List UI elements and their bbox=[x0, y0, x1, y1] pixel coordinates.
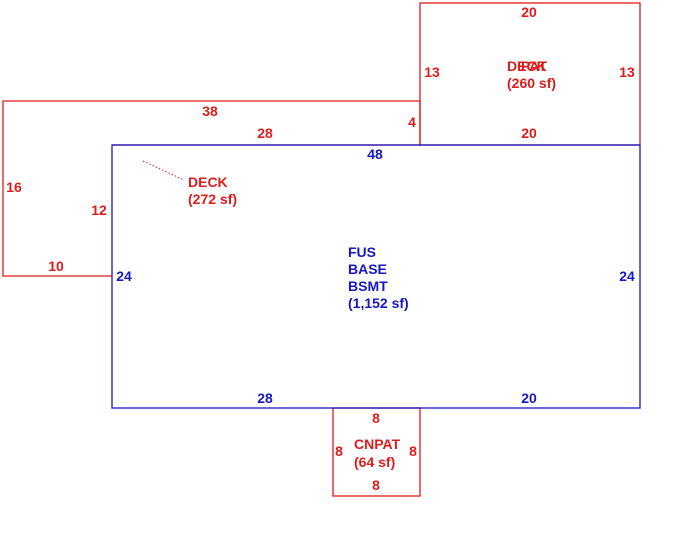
cnpat-square-footage: (64 sf) bbox=[354, 454, 395, 470]
deck-label: DECK bbox=[188, 174, 228, 190]
cnpat-dim-top: 8 bbox=[372, 410, 380, 426]
upper-addition-dim-top: 20 bbox=[521, 4, 537, 20]
upper-addition-dim-bottom: 20 bbox=[521, 125, 537, 141]
upper-addition-dim-right: 13 bbox=[619, 64, 635, 80]
cnpat-label: CNPAT bbox=[354, 436, 401, 452]
deck-dim-top-inner: 28 bbox=[257, 125, 273, 141]
upper-addition-label-deck: DECK bbox=[507, 58, 547, 74]
upper-addition-outline bbox=[419, 2, 641, 146]
main-area-label-base: BASE bbox=[348, 261, 387, 277]
cnpat-dim-bottom: 8 bbox=[372, 477, 380, 493]
deck-dim-step: 4 bbox=[408, 114, 416, 130]
main-dim-top: 48 bbox=[367, 146, 383, 162]
cnpat-dim-right: 8 bbox=[409, 443, 417, 459]
main-area-label-bsmt: BSMT bbox=[348, 278, 388, 294]
deck-dim-inner-left: 12 bbox=[91, 202, 107, 218]
main-dim-bottom-left: 28 bbox=[257, 390, 273, 406]
main-area-square-footage: (1,152 sf) bbox=[348, 295, 409, 311]
deck-dim-top-outer: 38 bbox=[202, 103, 218, 119]
main-dim-left: 24 bbox=[116, 268, 132, 284]
upper-addition-square-footage: (260 sf) bbox=[507, 75, 556, 91]
main-dim-bottom-right: 20 bbox=[521, 390, 537, 406]
deck-square-footage: (272 sf) bbox=[188, 191, 237, 207]
upper-addition-label-pat: PAT bbox=[521, 58, 547, 74]
upper-addition-dim-left: 13 bbox=[424, 64, 440, 80]
deck-dim-left: 16 bbox=[6, 179, 22, 195]
deck-dim-bottom: 10 bbox=[48, 258, 64, 274]
main-area-outline bbox=[111, 144, 641, 409]
main-area-label-fus: FUS bbox=[348, 244, 376, 260]
cnpat-dim-left: 8 bbox=[335, 443, 343, 459]
deck-leader-line bbox=[142, 160, 185, 181]
main-dim-right: 24 bbox=[619, 268, 635, 284]
